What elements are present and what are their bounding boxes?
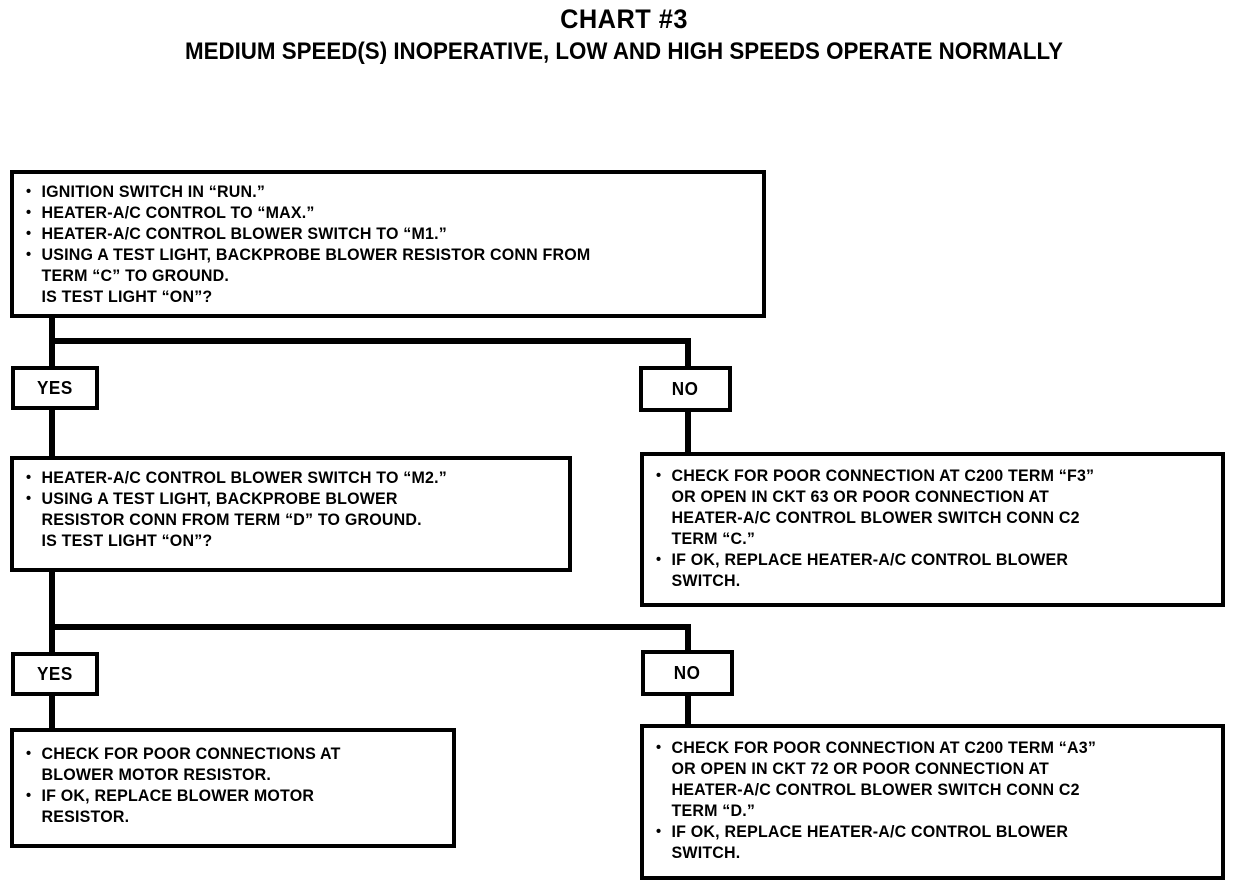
- start-step-content: IGNITION SWITCH IN “RUN.” HEATER-A/C CON…: [14, 174, 762, 314]
- connector-row2-yes-stem: [49, 624, 55, 654]
- decision1-yes-label: YES: [37, 377, 73, 398]
- connector-start-stem: [49, 314, 55, 344]
- yes-result-line-4: RESISTOR.: [41, 808, 130, 826]
- no-branch-2-line-5: IF OK, REPLACE HEATER-A/C CONTROL BLOWER: [656, 821, 1194, 843]
- no-branch-1-line-6: SWITCH.: [671, 572, 741, 590]
- no-branch-1-content: CHECK FOR POOR CONNECTION AT C200 TERM “…: [644, 456, 1221, 598]
- connector-no1-to-result: [685, 410, 691, 454]
- yes-result-content: CHECK FOR POOR CONNECTIONS AT BLOWER MOT…: [14, 732, 452, 834]
- step2-box: HEATER-A/C CONTROL BLOWER SWITCH TO “M2.…: [10, 456, 572, 572]
- no-branch-1-line-2: OR OPEN IN CKT 63 OR POOR CONNECTION AT: [671, 488, 1050, 506]
- step2-line-2: USING A TEST LIGHT, BACKPROBE BLOWER: [26, 488, 542, 510]
- no-branch-2-line-3: HEATER-A/C CONTROL BLOWER SWITCH CONN C2: [671, 781, 1080, 799]
- yes-result-box: CHECK FOR POOR CONNECTIONS AT BLOWER MOT…: [10, 728, 456, 848]
- connector-yes1-to-step2: [49, 408, 55, 458]
- connector-step2-stem: [49, 568, 55, 630]
- connector-row1-horizontal: [49, 338, 691, 344]
- step2-content: HEATER-A/C CONTROL BLOWER SWITCH TO “M2.…: [14, 460, 568, 558]
- no-branch-2-line-6: SWITCH.: [671, 844, 741, 862]
- start-line-3: HEATER-A/C CONTROL BLOWER SWITCH TO “M1.…: [26, 223, 730, 245]
- no-branch-2-box: CHECK FOR POOR CONNECTION AT C200 TERM “…: [640, 724, 1225, 880]
- step2-line-4: IS TEST LIGHT “ON”?: [41, 532, 213, 550]
- connector-row2-horizontal: [49, 624, 691, 630]
- no-branch-1-line-4: TERM “C.”: [671, 530, 756, 548]
- decision2-no-box: NO: [641, 650, 734, 696]
- no-branch-2-content: CHECK FOR POOR CONNECTION AT C200 TERM “…: [644, 728, 1221, 870]
- connector-row2-no-stem: [685, 624, 691, 654]
- no-branch-2-line-4: TERM “D.”: [671, 802, 756, 820]
- start-line-6: IS TEST LIGHT “ON”?: [41, 288, 213, 306]
- no-branch-2-line-1: CHECK FOR POOR CONNECTION AT C200 TERM “…: [656, 737, 1194, 759]
- decision1-yes-box: YES: [11, 366, 99, 410]
- yes-result-line-3: IF OK, REPLACE BLOWER MOTOR: [26, 785, 430, 807]
- no-branch-1-line-5: IF OK, REPLACE HEATER-A/C CONTROL BLOWER: [656, 549, 1194, 571]
- start-line-2: HEATER-A/C CONTROL TO “MAX.”: [26, 202, 730, 224]
- start-line-4: USING A TEST LIGHT, BACKPROBE BLOWER RES…: [26, 244, 730, 266]
- start-line-1: IGNITION SWITCH IN “RUN.”: [26, 181, 730, 203]
- decision2-yes-label: YES: [37, 663, 73, 684]
- no-branch-2-line-2: OR OPEN IN CKT 72 OR POOR CONNECTION AT: [671, 760, 1050, 778]
- decision1-no-label: NO: [672, 378, 699, 399]
- yes-result-line-1: CHECK FOR POOR CONNECTIONS AT: [26, 743, 430, 765]
- decision2-yes-box: YES: [11, 652, 99, 696]
- step2-line-3: RESISTOR CONN FROM TERM “D” TO GROUND.: [41, 511, 422, 529]
- start-line-5: TERM “C” TO GROUND.: [41, 267, 229, 285]
- chart-subtitle: MEDIUM SPEED(S) INOPERATIVE, LOW AND HIG…: [184, 38, 1063, 65]
- connector-row1-yes-stem: [49, 338, 55, 368]
- step2-line-1: HEATER-A/C CONTROL BLOWER SWITCH TO “M2.…: [26, 467, 542, 489]
- no-branch-1-line-3: HEATER-A/C CONTROL BLOWER SWITCH CONN C2: [671, 509, 1080, 527]
- connector-no2-to-result: [685, 696, 691, 726]
- decision2-no-label: NO: [674, 662, 701, 683]
- connector-row1-no-stem: [685, 338, 691, 368]
- decision1-no-box: NO: [639, 366, 732, 412]
- no-branch-1-box: CHECK FOR POOR CONNECTION AT C200 TERM “…: [640, 452, 1225, 607]
- yes-result-line-2: BLOWER MOTOR RESISTOR.: [41, 766, 272, 784]
- chart-title: CHART #3: [560, 4, 688, 34]
- no-branch-1-line-1: CHECK FOR POOR CONNECTION AT C200 TERM “…: [656, 465, 1194, 487]
- start-step-box: IGNITION SWITCH IN “RUN.” HEATER-A/C CON…: [10, 170, 766, 318]
- connector-yes2-to-result: [49, 696, 55, 730]
